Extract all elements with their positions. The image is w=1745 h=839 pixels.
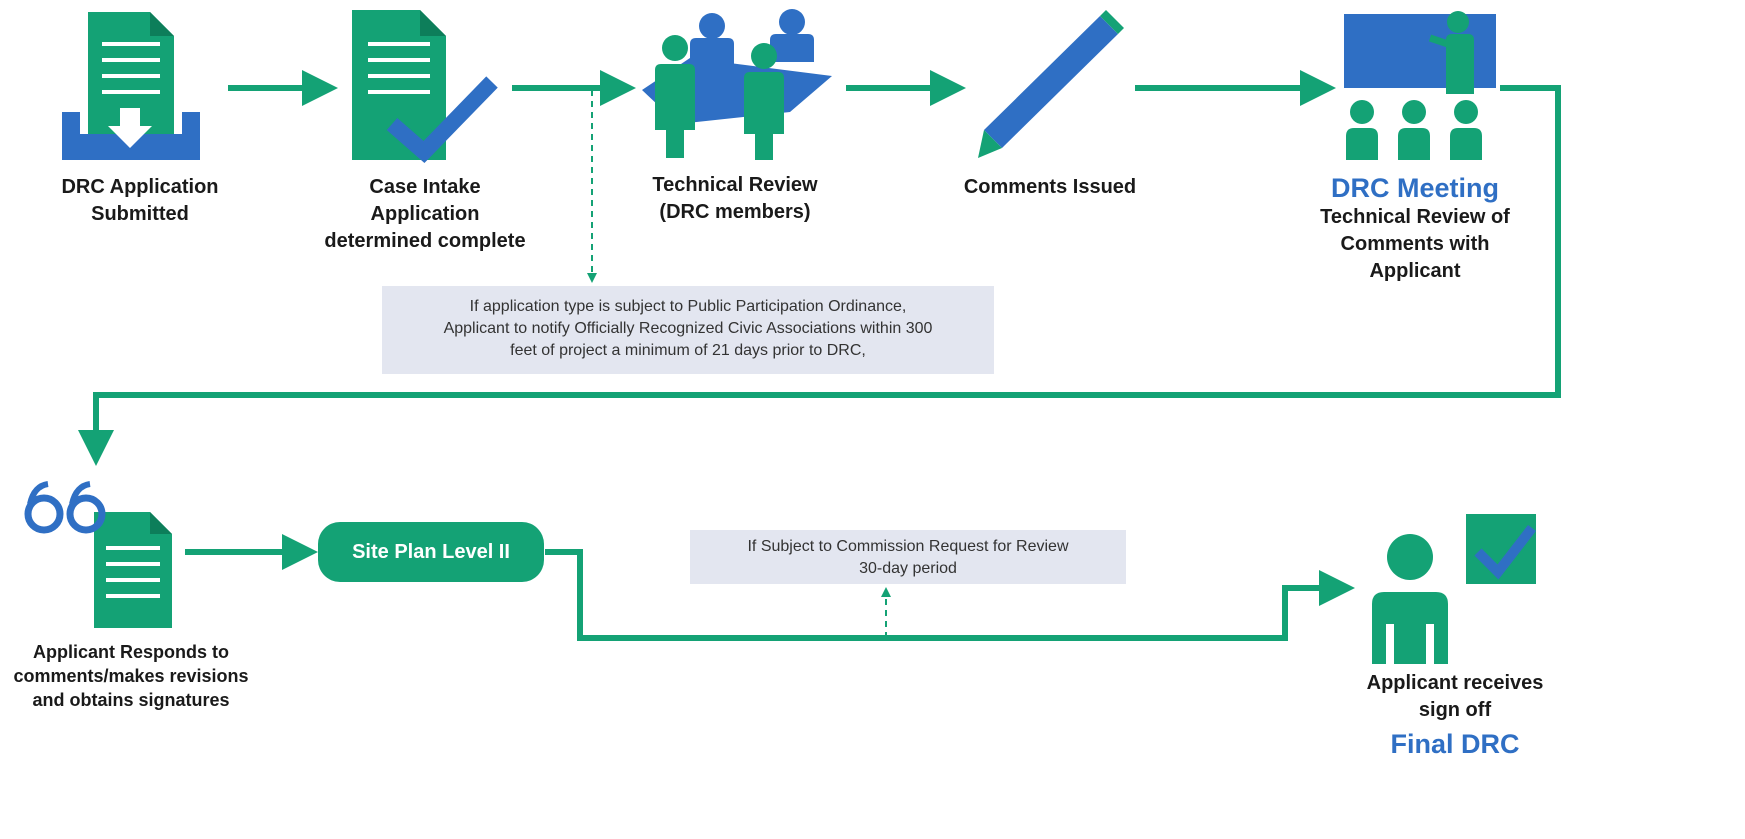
person-check-icon [1372, 514, 1536, 664]
presentation-icon [1344, 11, 1496, 160]
step-label-line: and obtains signatures [32, 690, 230, 710]
step-applicant-responds-label: Applicant Responds to comments/makes rev… [0, 640, 262, 712]
step-label-line: Comments with [1340, 233, 1490, 255]
step-label-line: Case Intake [369, 176, 481, 198]
step-drc-meeting-label: DRC Meeting Technical Review of Comments… [1300, 172, 1530, 285]
note-line: 30-day period [859, 560, 957, 577]
step-label-line: Applicant Responds to [32, 642, 229, 662]
step-application-submitted-label: DRC Application Submitted [30, 174, 250, 228]
step-label-line: Applicant receives [1366, 672, 1544, 694]
step-label-line: determined complete [324, 230, 526, 252]
step-label-line: (DRC members) [659, 201, 811, 223]
note-line: If Subject to Commission Request for Rev… [747, 538, 1069, 555]
note-line: feet of project a minimum of 21 days pri… [510, 342, 866, 359]
step-title: DRC Meeting [1331, 173, 1499, 203]
step-label-line: Application [370, 203, 480, 225]
step-label-line: comments/makes revisions [13, 666, 249, 686]
site-plan-label: Site Plan Level II [352, 541, 510, 563]
arrow-siteplan-to-final [545, 549, 1355, 641]
flow-arrows [78, 70, 1561, 641]
step-case-intake-label: Case Intake Application determined compl… [305, 174, 545, 255]
team-meeting-icon [642, 9, 832, 160]
commission-review-note: If Subject to Commission Request for Rev… [690, 530, 1126, 584]
step-label-line: Applicant [1369, 260, 1461, 282]
step-label-line: Comments Issued [963, 176, 1137, 198]
glasses-document-icon [24, 481, 172, 628]
step-label-line: Technical Review [652, 174, 818, 196]
step-comments-issued-label: Comments Issued [940, 174, 1160, 201]
document-check-icon [352, 10, 498, 164]
public-participation-note: If application type is subject to Public… [382, 286, 994, 374]
step-title: Final DRC [1390, 729, 1520, 759]
note-line: If application type is subject to Public… [469, 298, 907, 315]
step-final-drc-label: Applicant receives sign off Final DRC [1340, 670, 1570, 760]
pencil-icon [978, 10, 1124, 158]
step-technical-review-label: Technical Review (DRC members) [625, 172, 845, 226]
step-label-line: Submitted [91, 203, 189, 225]
dashed-connectors [587, 90, 891, 638]
inbox-document-icon [62, 12, 200, 160]
arrow-meeting-to-responds [78, 85, 1561, 466]
step-label-line: Technical Review of [1320, 206, 1510, 228]
note-line: Applicant to notify Officially Recognize… [443, 320, 933, 337]
step-label-line: sign off [1418, 699, 1492, 721]
step-label-line: DRC Application [61, 176, 219, 198]
site-plan-level-ii-box: Site Plan Level II [318, 522, 544, 582]
